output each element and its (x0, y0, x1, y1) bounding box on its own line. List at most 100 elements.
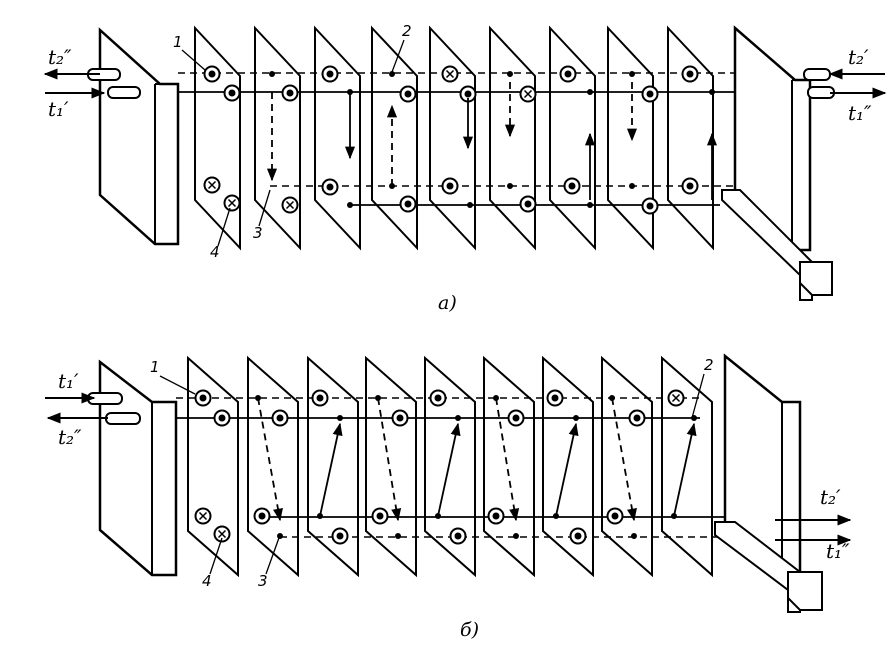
label-t1-inlet-b: t₁′ (58, 369, 79, 393)
diagram-a: t₂″ t₁′ t₂′ t₁″ 1 2 3 4 a) (43, 22, 887, 314)
guide-bar-a (721, 189, 833, 301)
junction-dot (389, 183, 395, 189)
plate-a-5 (429, 25, 476, 251)
inlet-nozzles-left-b (87, 392, 141, 425)
fixed-end-plate-a (98, 27, 180, 246)
junction-dot (629, 183, 635, 189)
port-center (568, 182, 576, 190)
plate-outline (254, 25, 301, 251)
plate-pack-b (176, 355, 769, 578)
junction-dot (587, 89, 593, 95)
label-t1-outlet-a: t₁″ (848, 101, 872, 125)
caption-b: б) (460, 619, 479, 641)
junction-dot (455, 415, 461, 421)
junction-dot (513, 533, 519, 539)
flow-arrow (495, 397, 520, 522)
junction-dot (395, 533, 401, 539)
plate-b-2 (247, 355, 299, 578)
blocked-port-icon (445, 69, 455, 79)
plate-outline (549, 25, 596, 251)
plate-outline (424, 355, 476, 578)
guide-bar-b (714, 521, 823, 613)
port-center (276, 414, 284, 422)
label-t1-outlet-b: t₁″ (826, 539, 850, 563)
port-center (492, 512, 500, 520)
port-center (316, 394, 324, 402)
flow-arrow (673, 422, 697, 517)
junction-dot (587, 202, 593, 208)
port-center (404, 200, 412, 208)
callout-3-b: 3 (258, 572, 268, 590)
plate-outline (661, 355, 713, 578)
junction-dot (337, 415, 343, 421)
junction-dot (629, 71, 635, 77)
flow-arrow (319, 422, 343, 517)
label-t1-inlet-a: t₁′ (48, 97, 69, 121)
port-center (446, 182, 454, 190)
inlet-nozzles-left-a (87, 68, 141, 99)
port-center (326, 70, 334, 78)
plate-b-8 (601, 355, 653, 578)
port-center (199, 394, 207, 402)
junction-dot (435, 513, 441, 519)
plate-outline (194, 25, 241, 251)
plate-outline (365, 355, 417, 578)
junction-dot (347, 89, 353, 95)
blocked-port-icon (198, 511, 208, 521)
label-t2-outlet-a: t₂″ (48, 45, 72, 69)
plate-outline (429, 25, 476, 251)
plate-a-1 (194, 25, 241, 251)
port-center (258, 512, 266, 520)
callout-1-b: 1 (150, 358, 160, 376)
port-center (464, 90, 472, 98)
port-center (396, 414, 404, 422)
blocked-port-icon (227, 198, 237, 208)
port-center (326, 183, 334, 191)
plate-b-9 (661, 355, 713, 578)
blocked-port-icon (523, 89, 533, 99)
junction-dot (389, 71, 395, 77)
plate-outline (314, 25, 361, 251)
port-center (404, 90, 412, 98)
flow-arrow (555, 422, 579, 517)
label-t2-outlet-b: t₂″ (58, 425, 82, 449)
flow-arrow (257, 397, 283, 522)
junction-dot (375, 395, 381, 401)
plate-outline (371, 25, 418, 251)
plate-a-6 (489, 25, 536, 251)
port-center (524, 200, 532, 208)
plate-outline (489, 25, 536, 251)
port-center (564, 70, 572, 78)
port-center (574, 532, 582, 540)
junction-dot (609, 395, 615, 401)
port-center (376, 512, 384, 520)
callout-3-a: 3 (253, 224, 263, 242)
junction-dot (467, 202, 473, 208)
junction-dot (317, 513, 323, 519)
callout-4-b: 4 (202, 572, 212, 590)
flow-arrow (611, 397, 637, 522)
callout-1-a: 1 (173, 33, 183, 51)
junction-dot (573, 415, 579, 421)
port-center (336, 532, 344, 540)
callout-4-a: 4 (210, 243, 220, 261)
junction-dot (709, 89, 715, 95)
junction-dot (671, 513, 677, 519)
callout-2-a: 2 (402, 22, 412, 40)
port-center (633, 414, 641, 422)
callout-2-b: 2 (704, 356, 714, 374)
blocked-port-icon (671, 393, 681, 403)
port-center (512, 414, 520, 422)
plate-b-6 (483, 355, 535, 578)
diagram-b: t₁′ t₂″ t₂′ t₁″ 1 2 3 4 б) (45, 353, 852, 641)
port-center (208, 70, 216, 78)
junction-dot (347, 202, 353, 208)
port-center (646, 90, 654, 98)
junction-dot (269, 71, 275, 77)
plate-outline (247, 355, 299, 578)
junction-dot (507, 183, 513, 189)
plate-outline (667, 25, 714, 251)
caption-a: a) (438, 292, 457, 314)
plate-b-4 (365, 355, 417, 578)
